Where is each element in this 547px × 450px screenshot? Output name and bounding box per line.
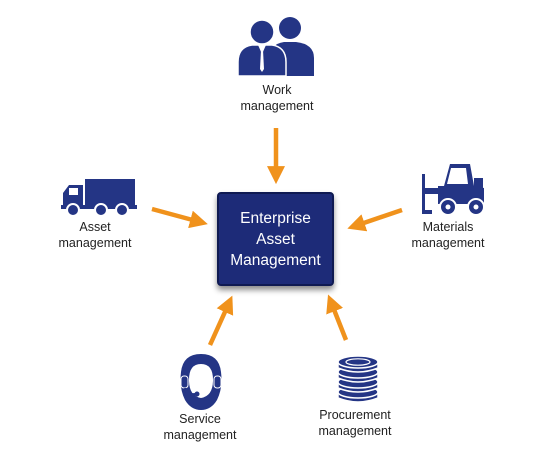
arrow-service: [207, 295, 234, 346]
center-line-1: Enterprise: [240, 209, 311, 227]
forklift-icon: [422, 164, 485, 216]
procurement-management-label: Procurement management: [318, 408, 392, 438]
headset-person-icon: [180, 354, 222, 410]
arrow-asset: [151, 206, 208, 229]
asset-management-label: Asset management: [58, 220, 132, 250]
arrow-materials: [347, 207, 403, 232]
center-line-3: Management: [230, 251, 321, 269]
arrow-procurement: [326, 294, 349, 341]
people-icon: [237, 17, 314, 76]
truck-icon: [61, 179, 137, 217]
service-management-label: Service management: [163, 412, 237, 442]
work-management-label: Work management: [240, 83, 314, 113]
materials-management-label: Materials management: [411, 220, 485, 250]
coin-stack-icon: [337, 355, 379, 403]
center-line-2: Asset: [256, 230, 295, 248]
enterprise-asset-management-box: Enterprise Asset Management: [217, 192, 334, 286]
